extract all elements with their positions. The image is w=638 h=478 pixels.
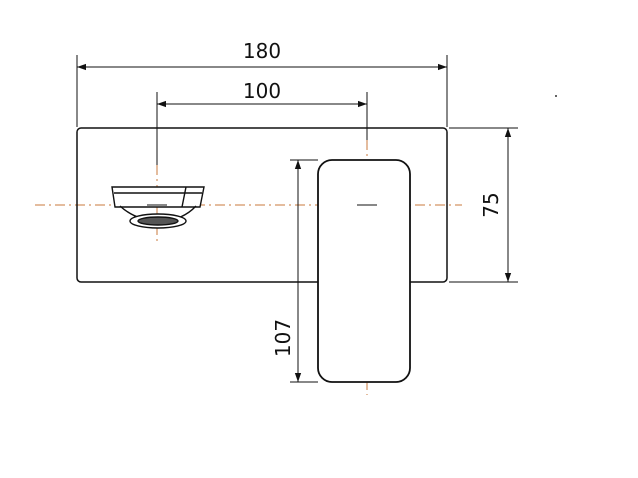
handle-lever xyxy=(317,159,411,383)
dim-label-75: 75 xyxy=(479,192,503,217)
wall-plate xyxy=(76,127,448,283)
dim-label-107: 107 xyxy=(271,319,295,357)
dim-label-100: 100 xyxy=(243,79,281,103)
stray-mark xyxy=(555,95,557,97)
dim-label-180: 180 xyxy=(243,39,281,63)
spout xyxy=(111,186,205,229)
